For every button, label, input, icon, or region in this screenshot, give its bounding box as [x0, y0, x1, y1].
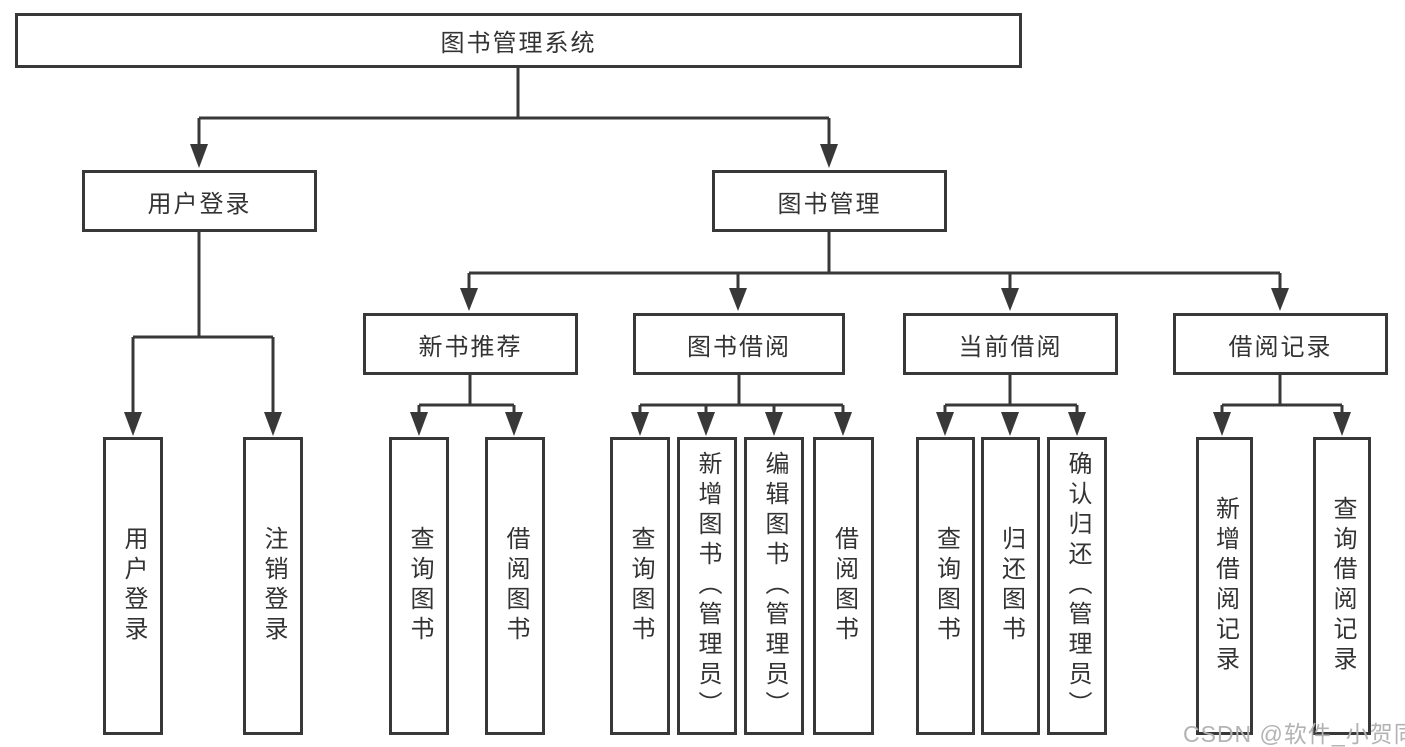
node-label: 查询图书 [932, 526, 960, 646]
node-label: 新增借阅记录 [1211, 496, 1239, 676]
leaf-borrow-books-borrowing: 借阅图书 [813, 437, 874, 735]
node-label: 借阅记录 [1228, 333, 1333, 361]
node-label: 借阅图书 [830, 526, 858, 646]
node-label: 新书推荐 [418, 333, 523, 361]
leaf-user-login: 用户登录 [103, 437, 163, 735]
leaf-logout: 注销登录 [243, 437, 303, 735]
leaf-return-books: 归还图书 [981, 437, 1040, 735]
node-label: 编辑图书（管理员） [761, 451, 788, 721]
node-borrowing-records: 借阅记录 [1173, 313, 1388, 375]
leaf-add-books-admin: 新增图书（管理员） [677, 437, 737, 735]
node-user-login: 用户登录 [82, 170, 317, 232]
node-book-management: 图书管理 [712, 170, 947, 232]
node-library-management-system: 图书管理系统 [15, 13, 1022, 68]
node-label: 查询图书 [627, 526, 654, 646]
node-label: 查询图书 [406, 526, 433, 646]
node-new-book-recommendation: 新书推荐 [363, 313, 578, 375]
node-label: 用户登录 [147, 190, 252, 218]
node-label: 查询借阅记录 [1329, 496, 1356, 676]
leaf-query-borrow-record: 查询借阅记录 [1313, 437, 1371, 735]
watermark: CSDN @软件_小贺同学 [1183, 721, 1405, 747]
node-label: 确认归还（管理员） [1064, 451, 1091, 721]
leaf-edit-books-admin: 编辑图书（管理员） [744, 437, 804, 735]
node-label: 图书借阅 [687, 333, 791, 361]
node-label: 图书管理 [777, 190, 882, 218]
node-book-borrowing: 图书借阅 [633, 313, 845, 375]
leaf-add-borrow-record: 新增借阅记录 [1196, 437, 1253, 735]
leaf-query-books-current: 查询图书 [916, 437, 975, 735]
leaf-query-books-borrowing: 查询图书 [610, 437, 670, 735]
node-label: 用户登录 [120, 526, 147, 646]
leaf-borrow-books-recommend: 借阅图书 [485, 437, 545, 735]
node-label: 注销登录 [260, 526, 287, 646]
leaf-query-books-recommend: 查询图书 [389, 437, 449, 735]
node-label: 归还图书 [997, 526, 1025, 646]
node-label: 当前借阅 [958, 333, 1063, 361]
node-label: 图书管理系统 [440, 30, 597, 57]
node-label: 新增图书（管理员） [694, 451, 721, 721]
leaf-confirm-return-admin: 确认归还（管理员） [1047, 437, 1107, 735]
node-label: 借阅图书 [502, 526, 529, 646]
node-current-borrowing: 当前借阅 [903, 313, 1118, 375]
